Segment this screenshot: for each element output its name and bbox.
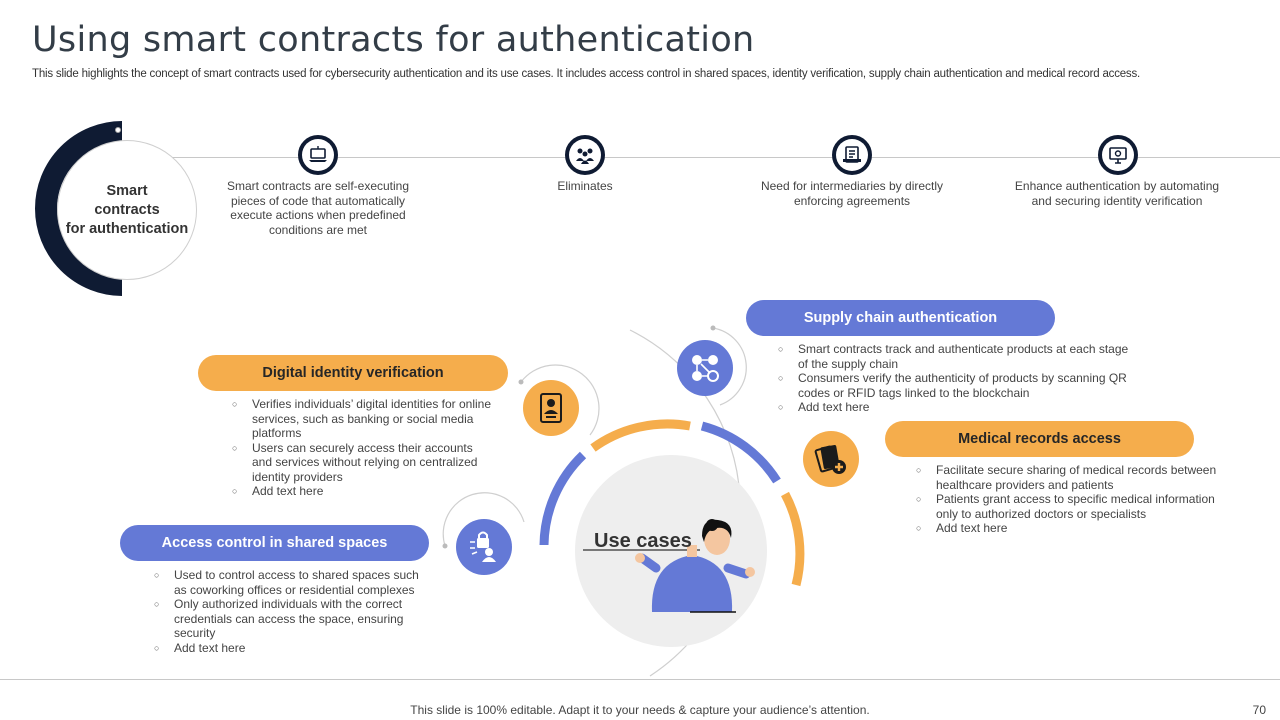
pill-supply-chain: Supply chain authentication bbox=[746, 300, 1055, 336]
list-item: Add text here bbox=[778, 400, 1138, 415]
connector-dot-identity bbox=[518, 379, 524, 385]
intro-label: Smart contracts for authentication bbox=[65, 183, 189, 237]
list-item: Consumers verify the authenticity of pro… bbox=[778, 371, 1138, 400]
id-card-icon bbox=[523, 380, 579, 436]
page-subtitle: This slide highlights the concept of sma… bbox=[32, 68, 1141, 80]
pill-access-control: Access control in shared spaces bbox=[120, 525, 429, 561]
connector-arc-identity bbox=[520, 364, 600, 436]
ring-segment-orange-top bbox=[590, 419, 691, 452]
list-item: Add text here bbox=[916, 521, 1226, 536]
list-item: Patients grant access to specific medica… bbox=[916, 492, 1226, 521]
list-item: Add text here bbox=[232, 484, 492, 499]
page-number: 70 bbox=[1252, 703, 1266, 717]
medical-records-list: Facilitate secure sharing of medical rec… bbox=[916, 463, 1226, 536]
monitor-gear-icon bbox=[1098, 135, 1138, 175]
step-text-3: Need for intermediaries by directly enfo… bbox=[760, 179, 944, 208]
step-text-1: Smart contracts are self-executing piece… bbox=[226, 179, 410, 237]
list-item: Facilitate secure sharing of medical rec… bbox=[916, 463, 1226, 492]
medical-file-icon bbox=[803, 431, 859, 487]
timeline-line bbox=[118, 157, 1280, 158]
list-item: Users can securely access their accounts… bbox=[232, 441, 492, 485]
list-item: Verifies individuals’ digital identities… bbox=[232, 397, 492, 441]
ring-segment-orange-right bbox=[780, 491, 805, 587]
step-text-2: Eliminates bbox=[557, 179, 613, 193]
connector-dot-access bbox=[442, 543, 448, 549]
ring-segment-blue-left bbox=[539, 451, 587, 546]
pill-digital-identity: Digital identity verification bbox=[198, 355, 508, 391]
use-cases-label: Use cases bbox=[594, 530, 692, 552]
team-icon bbox=[565, 135, 605, 175]
laptop-icon bbox=[298, 135, 338, 175]
network-nodes-icon bbox=[677, 340, 733, 396]
access-control-list: Used to control access to shared spaces … bbox=[154, 568, 434, 655]
list-item: Add text here bbox=[154, 641, 434, 656]
connector-dot-supply bbox=[710, 325, 716, 331]
pill-medical-records: Medical records access bbox=[885, 421, 1194, 457]
list-item: Used to control access to shared spaces … bbox=[154, 568, 434, 597]
list-item: Only authorized individuals with the cor… bbox=[154, 597, 434, 641]
list-item: Smart contracts track and authenticate p… bbox=[778, 342, 1138, 371]
supply-chain-list: Smart contracts track and authenticate p… bbox=[778, 342, 1138, 415]
digital-identity-list: Verifies individuals’ digital identities… bbox=[232, 397, 492, 499]
footer-note: This slide is 100% editable. Adapt it to… bbox=[410, 703, 870, 717]
document-list-icon bbox=[832, 135, 872, 175]
arc-dot bbox=[115, 127, 121, 133]
intro-circle bbox=[57, 140, 197, 280]
step-text-4: Enhance authentication by automating and… bbox=[1014, 179, 1220, 208]
person-illustration bbox=[635, 519, 755, 613]
page-title: Using smart contracts for authentication bbox=[32, 20, 755, 60]
connector-arc-supply bbox=[712, 327, 747, 406]
ring-segment-blue-right bbox=[700, 421, 781, 484]
footer-divider bbox=[0, 679, 1280, 680]
user-lock-icon bbox=[456, 519, 512, 575]
